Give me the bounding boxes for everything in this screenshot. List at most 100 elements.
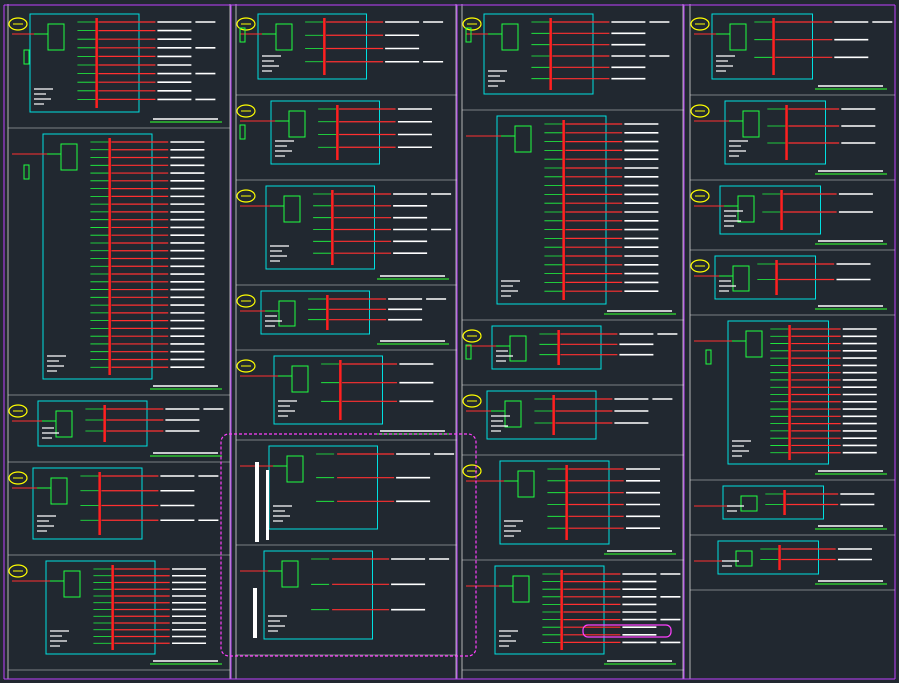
cabinet-box [45, 560, 156, 655]
cabinet-box [270, 100, 380, 165]
revision-cloud-shape [690, 259, 710, 273]
terminal-connector [23, 164, 30, 180]
revision-highlight [582, 624, 672, 638]
busbar [780, 190, 783, 230]
panel-p4-6 [690, 485, 895, 536]
breaker-device [286, 455, 304, 483]
cabinet-box [496, 115, 607, 305]
breaker-device [63, 570, 81, 598]
breaker-device [55, 410, 73, 438]
panel-p1-2 [8, 133, 230, 396]
terminal-connector [705, 349, 712, 365]
breaker-device [512, 575, 530, 603]
cabinet-box [483, 13, 594, 95]
revision-cloud-shape [8, 564, 28, 578]
busbar [326, 295, 329, 330]
breaker-device [278, 300, 296, 327]
panel-p4-2 [690, 100, 895, 181]
panel-p4-3 [690, 185, 895, 251]
revision-cloud-shape [236, 189, 256, 203]
panel-p3-4 [462, 390, 684, 456]
cabinet-box [273, 355, 383, 425]
breaker-device [288, 110, 306, 138]
cabinet-box [37, 400, 148, 447]
revision-cloud-shape [8, 17, 28, 31]
revision-cloud [236, 359, 256, 373]
revision-cloud [690, 259, 710, 273]
breaker-device [732, 265, 750, 292]
busbar [778, 545, 781, 570]
busbar [565, 465, 568, 540]
revision-cloud-shape [462, 394, 482, 408]
busbar [783, 490, 786, 515]
panel-p1-4 [8, 467, 230, 556]
busbar [339, 360, 342, 420]
busbar [560, 570, 563, 650]
revision-cloud [462, 464, 482, 478]
revision-cloud-shape [236, 294, 256, 308]
busbar [788, 325, 791, 460]
revision-cloud-shape [462, 17, 482, 31]
cabinet-box [260, 290, 370, 335]
cabinet-box [32, 467, 143, 540]
breaker-device [283, 195, 301, 223]
busbar [549, 18, 552, 90]
breaker-device [50, 477, 68, 505]
panel-p3-5 [462, 460, 684, 561]
busbar [331, 190, 334, 265]
breaker-device [291, 365, 309, 393]
revision-cloud-shape [236, 17, 256, 31]
panel-p2-3 [236, 185, 457, 286]
cabinet-box [29, 13, 140, 113]
breaker-device [745, 330, 763, 358]
panel-p2-6 [236, 445, 457, 546]
cabinet-box [727, 320, 829, 465]
revision-cloud-shape [236, 104, 256, 118]
terminal-connector [465, 344, 472, 360]
busbar [95, 18, 98, 108]
revision-cloud-shape [690, 104, 710, 118]
busbar [557, 330, 560, 365]
revision-cloud [8, 564, 28, 578]
revision-cloud [690, 189, 710, 203]
terminal-connector [465, 27, 472, 43]
revision-cloud [8, 471, 28, 485]
busbar [552, 395, 555, 435]
revision-cloud [690, 104, 710, 118]
breaker-device [742, 110, 760, 138]
breaker-device [504, 400, 522, 428]
terminal-strip [255, 462, 259, 542]
busbar [775, 260, 778, 295]
cabinet-box [257, 13, 367, 80]
busbar [323, 18, 326, 75]
panel-p4-4 [690, 255, 895, 316]
busbar [98, 472, 101, 535]
cabinet-box [491, 325, 602, 370]
busbar [772, 18, 775, 75]
busbar [562, 120, 565, 300]
panel-p2-2 [236, 100, 457, 181]
panel-p1-3 [8, 400, 230, 463]
breaker-device [735, 550, 753, 567]
breaker-device [509, 335, 527, 362]
revision-cloud [462, 329, 482, 343]
cabinet-box [263, 550, 373, 640]
breaker-device [60, 143, 78, 171]
busbar [108, 138, 111, 375]
panel-p2-1 [236, 13, 457, 96]
cabinet-box [42, 133, 153, 380]
busbar [111, 565, 114, 650]
panel-p1-1 [8, 13, 230, 129]
cabinet-box [719, 185, 821, 235]
revision-cloud [8, 17, 28, 31]
revision-cloud [236, 17, 256, 31]
panel-p3-1 [462, 13, 684, 111]
breaker-device [517, 470, 535, 498]
breaker-device [514, 125, 532, 153]
breaker-device [501, 23, 519, 51]
revision-cloud-shape [462, 329, 482, 343]
busbar [103, 405, 106, 442]
revision-cloud [236, 189, 256, 203]
cabinet-box [714, 255, 816, 300]
